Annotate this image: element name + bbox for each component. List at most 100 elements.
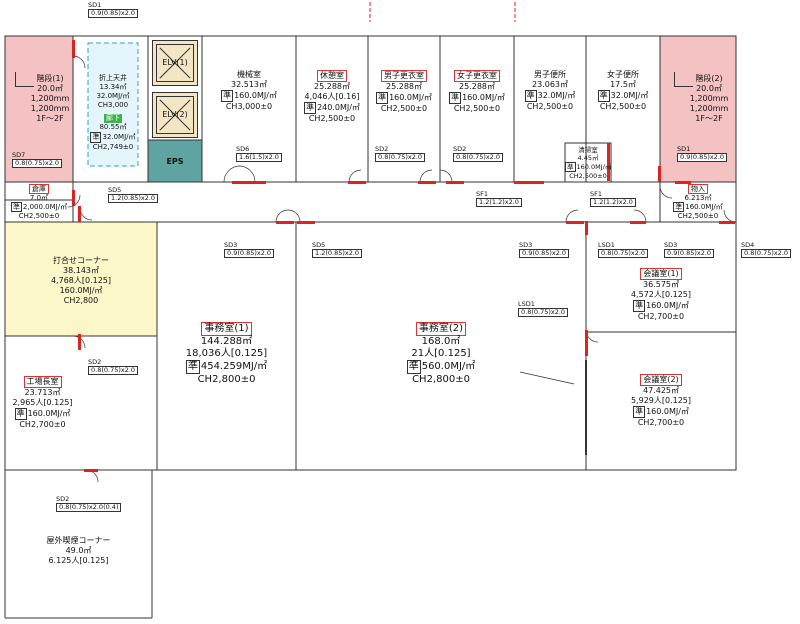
- storage-energy: 2,000.0MJ/㎡: [22, 203, 68, 211]
- storage2-area: 6.213㎡: [684, 194, 712, 202]
- women-locker-area: 25.288㎡: [459, 82, 495, 91]
- jun-mark: 準: [406, 360, 421, 374]
- factory-chief-ch: CH2,700±0: [19, 420, 66, 429]
- door-tag-label: SD2: [56, 495, 70, 503]
- meeting-corner-energy: 160.0MJ/㎡: [59, 286, 103, 295]
- door-sf1a: [514, 181, 544, 184]
- door-sd7: [72, 190, 75, 206]
- door-tag-label: SD1: [88, 1, 102, 9]
- elevator-cross-icon: [156, 96, 194, 134]
- door-tag-label: LSD1: [598, 241, 615, 249]
- stairs-icon: [674, 72, 693, 87]
- men-wc-name: 男子便所: [534, 70, 566, 79]
- jun-mark: 準: [633, 406, 646, 418]
- women-wc-area: 17.5㎡: [610, 80, 636, 89]
- smoking-name: 屋外喫煙コーナー: [46, 536, 111, 545]
- jun-mark: 準: [90, 132, 102, 143]
- women-wc-energy: 32.0MJ/㎡: [610, 91, 649, 100]
- smoking-area: 49.0㎡: [65, 546, 92, 555]
- door-tag-label: SD7: [12, 151, 26, 159]
- door-tag-spec: 0.8(0.75)x2.0: [88, 366, 139, 375]
- office1-area: 144.288㎡: [200, 336, 253, 347]
- meeting1-area: 36.575㎡: [643, 280, 679, 289]
- stair2-floors: 1F～2F: [695, 114, 723, 123]
- elevator-1: [152, 40, 198, 86]
- stair2-l1: 1,200mm: [689, 94, 729, 103]
- door-sd5b: [297, 221, 315, 224]
- door-tag-label: SD5: [312, 241, 326, 249]
- jun-mark: 準: [10, 202, 22, 212]
- cleaning-ch: CH2,500±0: [569, 172, 607, 180]
- meeting1-name: 会議室(1): [640, 268, 682, 280]
- factory-chief-energy: 160.0MJ/㎡: [27, 409, 71, 418]
- jun-mark: 準: [185, 360, 200, 374]
- door-tag-spec: 0.8(0.75)x2.0: [375, 153, 426, 162]
- jun-mark: 準: [221, 90, 234, 102]
- rest-area: 25.288㎡: [314, 82, 350, 91]
- meeting-corner-name: 打合せコーナー: [53, 256, 109, 265]
- stair1-info: 階段(1) 20.0㎡ 1,200mm 1,200mm 1F～2F: [30, 74, 70, 124]
- elevator-cross-icon: [156, 44, 194, 82]
- door-sf1b: [607, 143, 610, 181]
- storage2-ch: CH2,500±0: [677, 212, 719, 220]
- door-sd1a: [72, 40, 75, 58]
- stair1-area: 20.0㎡: [37, 84, 63, 93]
- women-locker-ch: CH2,500±0: [453, 104, 501, 113]
- stair2-info: 階段(2) 20.0㎡ 1,200mm 1,200mm 1F～2F: [686, 74, 732, 124]
- meeting1-energy: 160.0MJ/㎡: [646, 301, 689, 310]
- office1-name: 事務室(1): [201, 322, 252, 336]
- meeting1-ch: CH2,700±0: [637, 312, 685, 321]
- office2-name: 事務室(2): [415, 322, 467, 336]
- men-locker-ch: CH2,500±0: [380, 104, 428, 113]
- door-sd3b: [566, 221, 584, 224]
- meeting-corner-people: 4,768人[0.125]: [50, 276, 112, 285]
- machine-area: 32.513㎡: [231, 80, 267, 89]
- women-wc-name: 女子便所: [607, 70, 639, 79]
- stairs-icon: [15, 72, 34, 87]
- men-locker-area: 25.288㎡: [386, 82, 422, 91]
- meeting2-name: 会議室(2): [640, 374, 682, 386]
- door-tag-spec: 1.2(1.2)x2.0: [476, 198, 522, 207]
- men-wc-ch: CH2,500±0: [526, 102, 574, 111]
- door-tag-label: SF1: [590, 190, 603, 198]
- smoking-people: 6.125人[0.125]: [48, 556, 109, 565]
- men-locker-name: 男子更衣室: [381, 70, 427, 82]
- door-men-locker: [418, 181, 436, 184]
- men-wc-area: 23.063㎡: [532, 80, 568, 89]
- office2-people: 21人[0.125]: [411, 348, 471, 359]
- void-area: 13.34㎡: [99, 83, 127, 91]
- door-tag-label: SF1: [476, 190, 489, 198]
- door-women-locker: [446, 181, 464, 184]
- void-ch: CH3,000: [97, 101, 129, 109]
- jun-mark: 準: [565, 162, 576, 172]
- door-tag-label: SD5: [108, 186, 122, 194]
- jun-mark: 準: [14, 408, 27, 420]
- cleaning-energy: 160.0MJ/㎡: [576, 163, 612, 171]
- door-sd5a: [78, 206, 81, 222]
- meeting-corner: 打合せコーナー 38.143㎡ 4,768人[0.125] 160.0MJ/㎡ …: [5, 256, 157, 306]
- door-tag-label: SD1: [677, 145, 691, 153]
- door-tag-spec: 0.8(0.75)x2.0: [598, 249, 649, 258]
- door-tag-spec: 1.2(0.85)x2.0: [108, 194, 159, 203]
- door-tag-spec: 1.2(0.85)x2.0: [312, 249, 363, 258]
- women-locker-name: 女子更衣室: [454, 70, 500, 82]
- door-tag-label: SD2: [453, 145, 467, 153]
